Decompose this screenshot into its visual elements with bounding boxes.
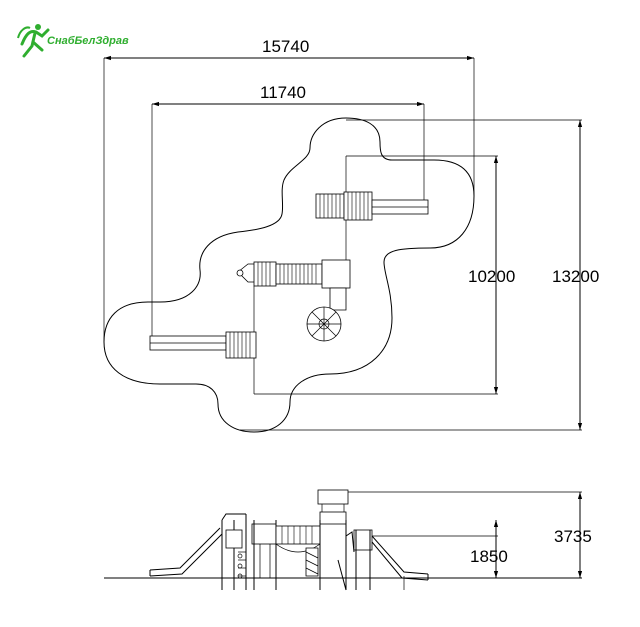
dim-overall-width: 15740 (262, 37, 309, 56)
running-figure-icon (17, 24, 50, 58)
right-slide-elevation (371, 535, 429, 590)
brand-logo: СнабБелЗдрав (17, 24, 129, 58)
brand-name: СнабБелЗдрав (47, 35, 129, 47)
safety-zone-outline (103, 117, 475, 433)
spiral-slide (306, 287, 347, 342)
left-slide-elevation (149, 527, 223, 577)
middle-bridge (236, 259, 351, 289)
plan-view: 15740 11740 13200 10200 (103, 37, 599, 433)
elevation-view: 3735 1850 (104, 489, 592, 591)
dim-overall-depth: 13200 (552, 267, 599, 286)
roof (317, 489, 349, 525)
dim-platform-height: 1850 (470, 547, 508, 566)
left-tower (221, 513, 247, 590)
bottom-left-slide (149, 331, 257, 359)
central-structure (251, 520, 355, 590)
dim-inner-depth: 10200 (468, 267, 515, 286)
top-slide (315, 191, 429, 221)
right-tower (337, 529, 373, 591)
dim-inner-width: 11740 (260, 83, 306, 102)
dim-total-height: 3735 (554, 527, 592, 546)
